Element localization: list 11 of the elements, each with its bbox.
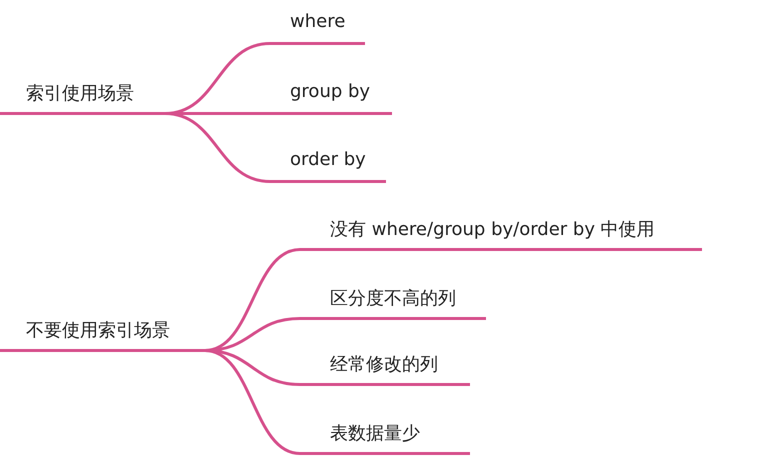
topic-label: 索引使用场景 <box>0 81 165 115</box>
topic-label: 没有 where/group by/order by 中使用 <box>300 217 702 251</box>
branch-line <box>204 349 300 455</box>
topic-label: 经常修改的列 <box>300 352 470 386</box>
topic-label: 不要使用索引场景 <box>0 318 205 352</box>
topic-label: 表数据量少 <box>300 421 470 455</box>
branch-line <box>164 112 270 183</box>
topic-label: 区分度不高的列 <box>300 286 486 320</box>
topic-label: where <box>270 11 365 45</box>
topic-label: group by <box>270 81 392 115</box>
topic-label: order by <box>270 149 386 183</box>
